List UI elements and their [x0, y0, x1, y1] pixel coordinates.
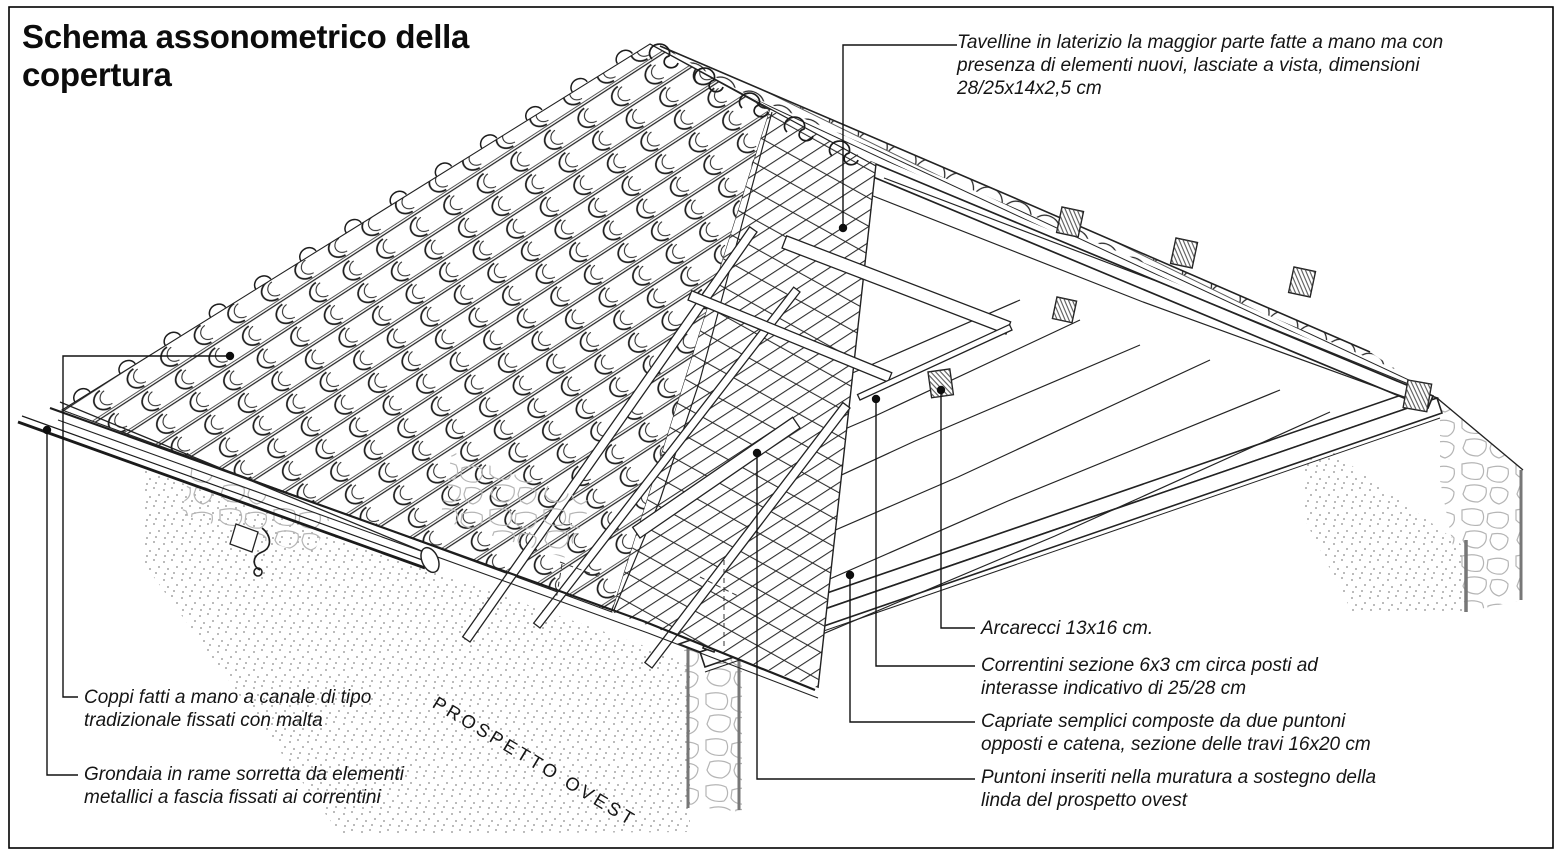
annotation-arcarecci: Arcarecci 13x16 cm. [981, 618, 1154, 639]
leader-puntoni [756, 457, 975, 780]
hidden-edges [555, 560, 739, 648]
verge-tile-ends [73, 49, 634, 403]
annotation-coppi: Coppi fatti a mano a canale di tipo trad… [84, 687, 372, 731]
roof-far-edge [659, 45, 1371, 353]
annotation-grondaia: Grondaia in rame sorretta da elementi me… [84, 764, 404, 808]
tavelline-top-field [660, 46, 1397, 370]
eave-support-block [229, 523, 259, 553]
annotation-tavelline: Tavelline in laterizio la maggior parte … [957, 32, 1444, 99]
left-wall-pier [683, 645, 743, 812]
gutter-end-cap [420, 546, 440, 574]
leader-correntini [875, 403, 975, 667]
drawing-frame [8, 6, 1554, 849]
right-slope [659, 45, 1437, 398]
west-wall-face [145, 470, 690, 834]
tavelline-hatch-band [746, 94, 1418, 385]
annotation-puntoni: Puntoni inseriti nella muratura a sosteg… [981, 767, 1377, 811]
leader-arcarecci [940, 394, 975, 629]
leader-lines [46, 44, 975, 780]
right-wall-pier [1305, 397, 1524, 612]
leader-tavelline [842, 44, 957, 224]
annotation-capriate: Capriate semplici composte da due punton… [981, 711, 1371, 755]
page-title: Schema assonometrico della copertura [22, 18, 470, 93]
wall-top-stones [182, 452, 592, 558]
leader-dots [42, 223, 946, 580]
eave-and-gutter [17, 401, 819, 699]
section-near-edge [817, 163, 877, 689]
gutter-strap-hook [253, 527, 271, 571]
leader-coppi [62, 355, 232, 698]
annotation-correntini: Correntini sezione 6x3 cm circa posti ad… [981, 655, 1318, 699]
ridge-line [649, 43, 877, 167]
gutter-rim [17, 420, 426, 570]
leader-grondaia [46, 434, 78, 776]
ridge-cap-tiles [648, 43, 859, 166]
leader-capriate [849, 579, 975, 723]
